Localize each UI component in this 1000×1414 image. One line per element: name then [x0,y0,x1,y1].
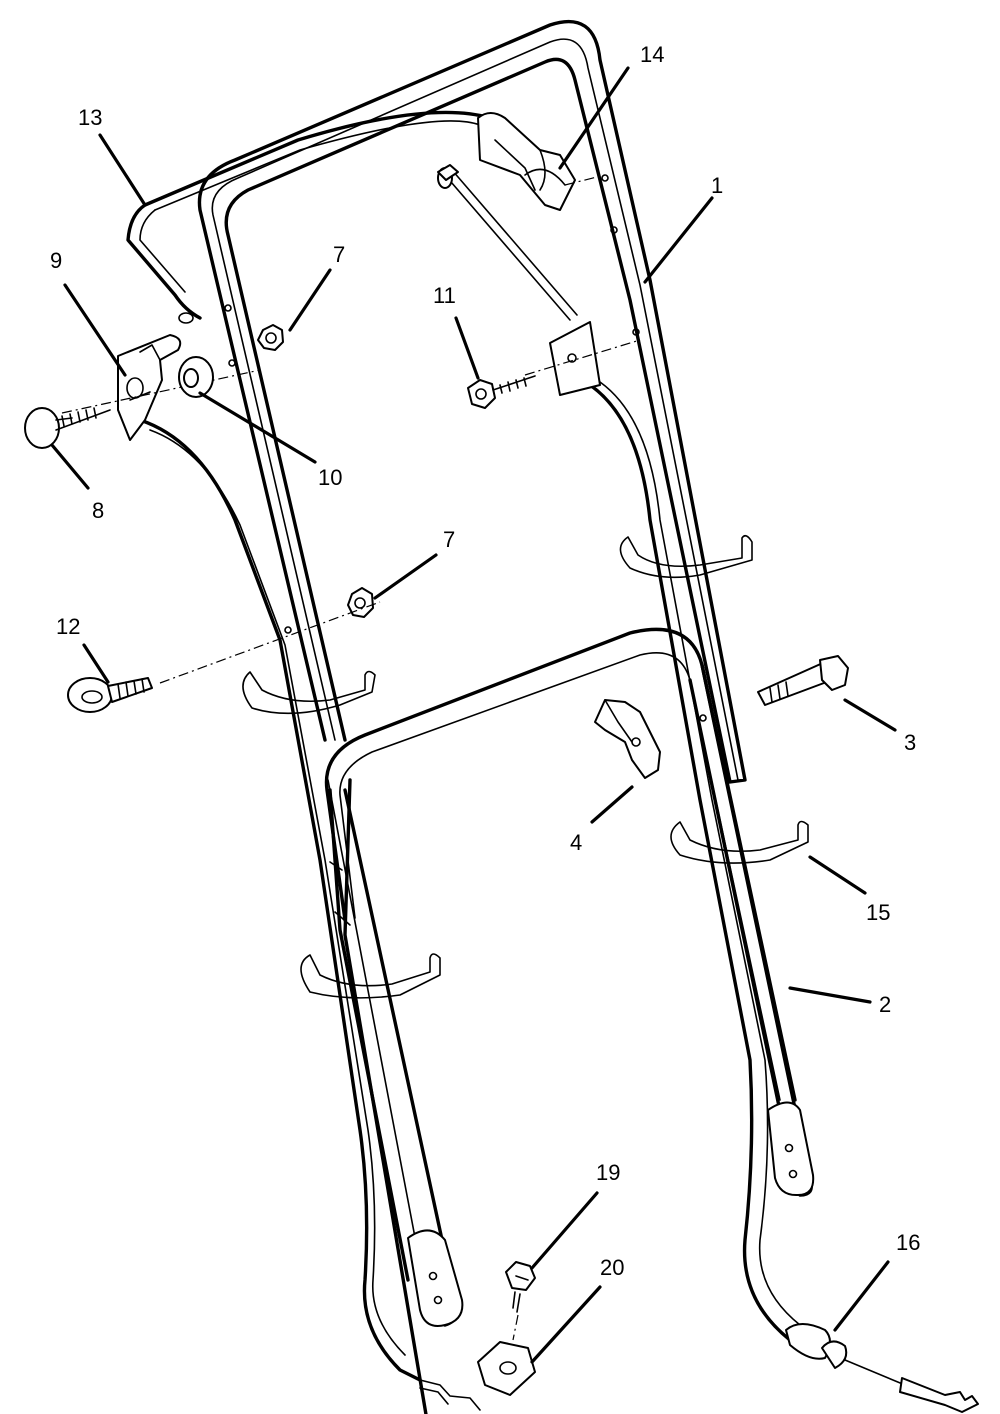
callout-7-top: 7 [333,242,345,267]
part-7-nut-middle [159,587,381,684]
part-14-clip [477,112,606,211]
leader-15 [808,855,867,895]
leader-7a [288,268,332,332]
leader-1 [643,196,714,284]
part-11-screw [467,375,536,409]
leader-8 [50,443,90,490]
callout-2: 2 [879,992,891,1017]
callout-7-middle: 7 [443,527,455,552]
callout-3: 3 [904,730,916,755]
leader-lines [50,66,897,1364]
leader-9 [63,283,127,377]
callout-9: 9 [50,248,62,273]
leader-14 [558,66,630,170]
leader-13 [98,133,147,207]
control-rod [126,110,492,324]
callout-16: 16 [896,1230,920,1255]
control-cables [138,381,979,1413]
part-9-housing [61,334,261,441]
upper-handle [197,19,747,784]
leader-16 [833,1260,890,1332]
part-15-clips [242,534,809,999]
throttle-rod [437,164,641,396]
part-19-screw [505,1261,536,1341]
callout-15: 15 [866,900,890,925]
leader-11 [454,316,480,380]
callout-8: 8 [92,498,104,523]
part-4-knob [594,699,661,779]
part-20-nut [477,1341,536,1396]
part-10-washer [178,356,214,398]
callout-19: 19 [596,1160,620,1185]
callout-4: 4 [570,830,582,855]
callout-labels: 1 2 3 4 7 7 8 9 10 11 12 13 14 15 16 19 … [50,42,920,1280]
leader-19 [530,1191,599,1270]
leader-20 [530,1285,602,1364]
part-12-eyebolt [67,677,153,713]
part-8-bolt [24,407,111,449]
leader-10 [198,391,317,464]
callout-10: 10 [318,465,342,490]
leader-7b [373,553,438,600]
callout-1: 1 [711,173,723,198]
leader-3 [843,698,897,732]
callout-20: 20 [600,1255,624,1280]
callout-12: 12 [56,614,80,639]
lower-handle [324,627,815,1414]
part-3-bolt [757,655,849,706]
leader-4 [590,785,634,824]
callout-13: 13 [78,105,102,130]
leader-2 [788,986,872,1004]
leader-12 [82,643,110,684]
callout-11: 11 [433,283,456,308]
callout-14: 14 [640,42,664,67]
part-7-nut-top [257,324,284,351]
